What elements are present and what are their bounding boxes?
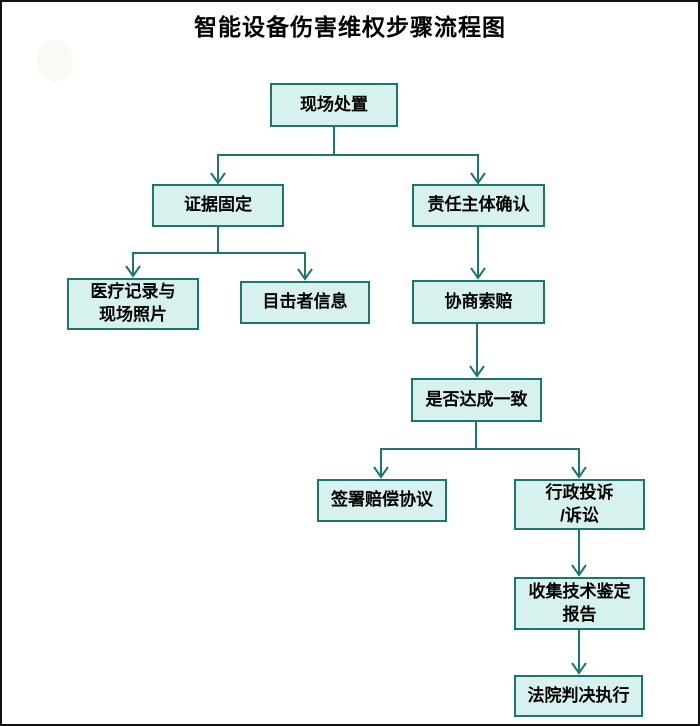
edge-evidence-branch: [132, 252, 306, 278]
node-sign-compensation: 签署赔偿协议: [317, 479, 447, 522]
node-evidence-fixing: 证据固定: [152, 184, 284, 227]
node-witness-info: 目击者信息: [240, 281, 370, 324]
arrowhead-sign: [373, 466, 389, 479]
arrowhead-court: [571, 662, 587, 675]
node-medical-records-photos: 医疗记录与 现场照片: [67, 278, 199, 330]
edge-agreement-branch: [380, 448, 580, 476]
arrowhead-responsible: [470, 172, 486, 185]
node-collect-appraisal: 收集技术鉴定 报告: [514, 577, 645, 630]
node-admin-complaint: 行政投诉 /诉讼: [514, 479, 645, 530]
page-title: 智能设备伤害维权步骤流程图: [194, 14, 506, 40]
arrowhead-medical: [125, 265, 141, 278]
watermark: [37, 40, 73, 82]
edge-onsite-branch: [217, 154, 479, 182]
arrowhead-collect: [571, 564, 587, 577]
node-onsite-handling: 现场处置: [270, 83, 398, 127]
node-responsible-party: 责任主体确认: [412, 184, 545, 227]
arrowhead-witness: [297, 268, 313, 281]
node-court-enforcement: 法院判决执行: [514, 675, 643, 717]
arrowhead-negotiate: [470, 267, 486, 280]
node-agreement-reached: 是否达成一致: [411, 378, 542, 422]
arrowhead-agreement: [469, 365, 485, 378]
arrowhead-admin: [571, 466, 587, 479]
arrowhead-evidence: [210, 172, 226, 185]
node-negotiate-claim: 协商索赔: [412, 280, 545, 324]
